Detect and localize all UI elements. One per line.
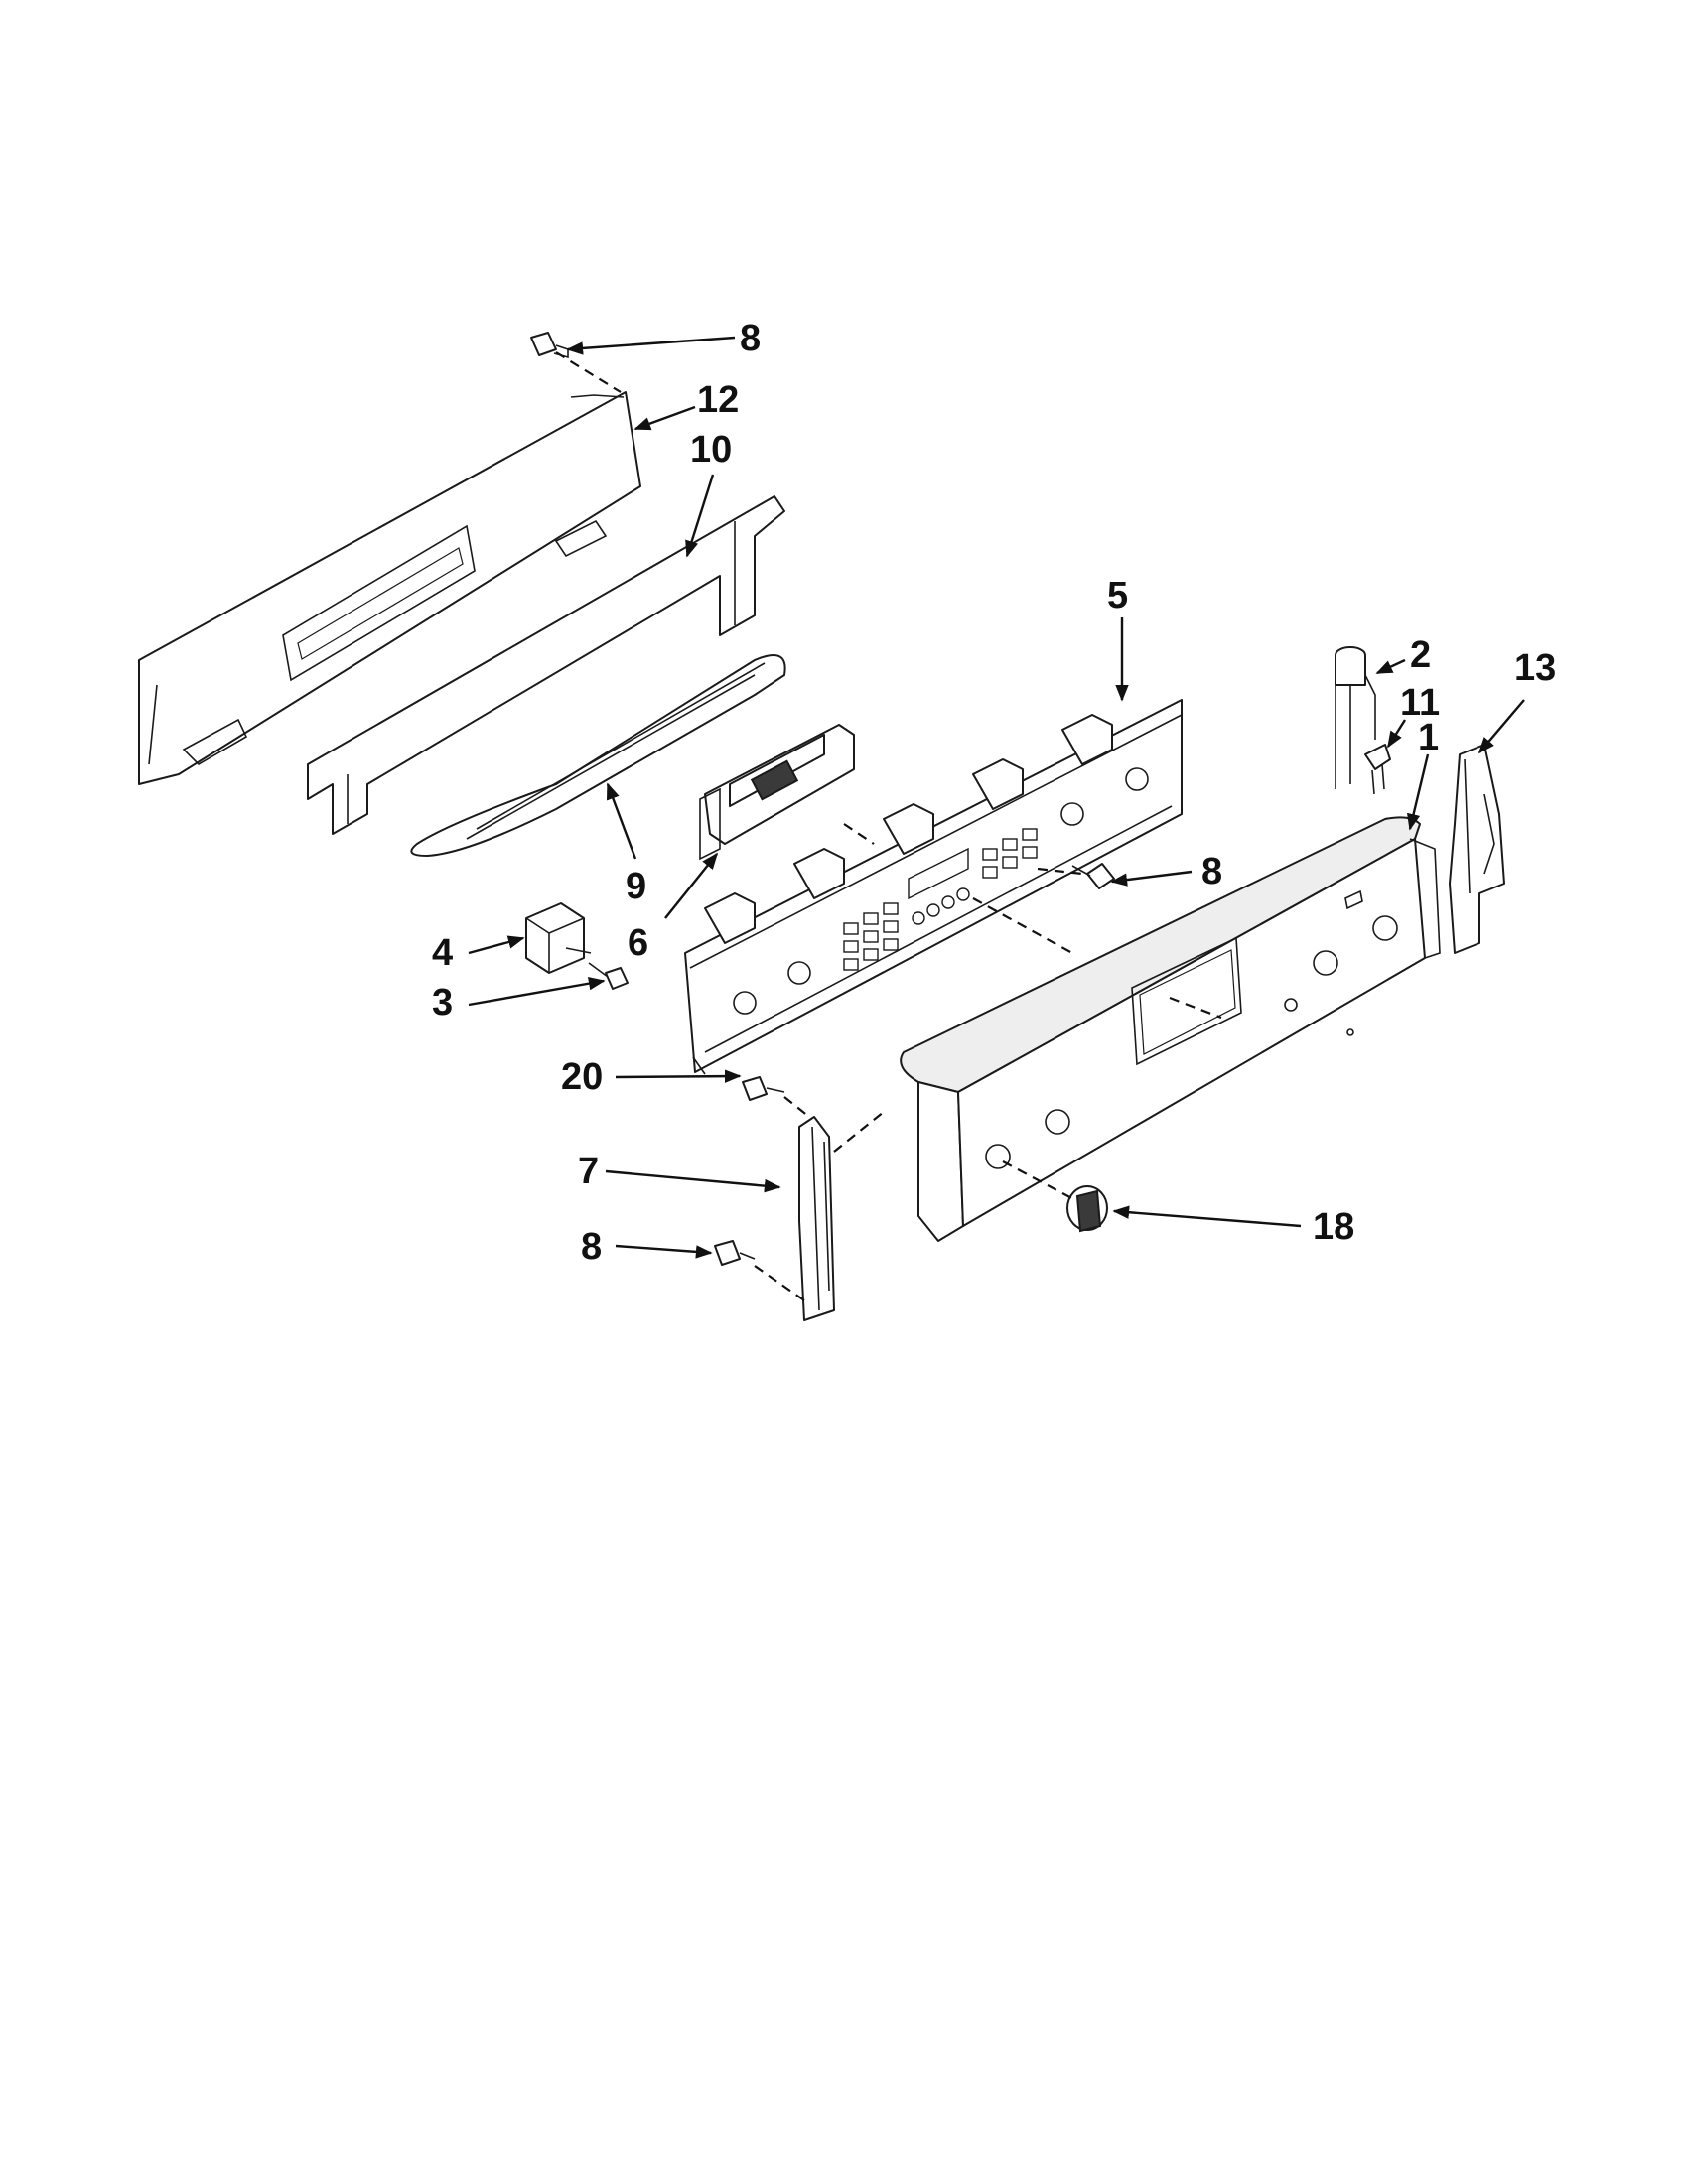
- callout-13: 13: [1514, 647, 1556, 689]
- callout-7: 7: [578, 1151, 599, 1192]
- trim-channel-bar: [307, 495, 785, 835]
- callout-8-bottom: 8: [581, 1226, 602, 1268]
- callout-8-middle: 8: [1201, 851, 1222, 892]
- side-bracket-right: [1449, 744, 1505, 954]
- callout-20: 20: [561, 1056, 603, 1098]
- electronic-control-board: [699, 724, 855, 861]
- callout-4: 4: [432, 932, 453, 974]
- callout-9: 9: [626, 866, 646, 907]
- callout-1: 1: [1418, 717, 1439, 758]
- callout-2: 2: [1410, 634, 1431, 676]
- side-bracket-left: [798, 1116, 835, 1321]
- callout-3: 3: [432, 982, 453, 1024]
- screw-3: [588, 962, 629, 990]
- callout-10: 10: [690, 429, 732, 471]
- callout-18: 18: [1313, 1206, 1354, 1248]
- grommet-part-11: [1364, 744, 1391, 795]
- clock-module: [525, 902, 592, 974]
- callout-12: 12: [697, 379, 739, 421]
- screw-8-bottom: [714, 1240, 756, 1266]
- alignment-lines: [555, 351, 1222, 1301]
- handle-trim: [410, 654, 786, 857]
- main-control-panel: [900, 816, 1441, 1242]
- callout-labels: 8 12 10 5 2 11 1 13 9 6 8 4 3 20 7 18 8: [432, 318, 1556, 1268]
- callout-8-top: 8: [740, 318, 761, 359]
- rear-shield-panel: [138, 391, 641, 785]
- callout-6: 6: [628, 922, 648, 964]
- screw-8-top: [530, 332, 569, 359]
- screw-20: [742, 1076, 785, 1101]
- callout-leaders: [468, 336, 1525, 1259]
- callout-5: 5: [1107, 575, 1128, 616]
- sensor-part-2: [1335, 646, 1376, 789]
- callout-11: 11: [1400, 682, 1440, 724]
- control-knob-18: [1066, 1185, 1108, 1233]
- control-panel-backing: [684, 699, 1183, 1075]
